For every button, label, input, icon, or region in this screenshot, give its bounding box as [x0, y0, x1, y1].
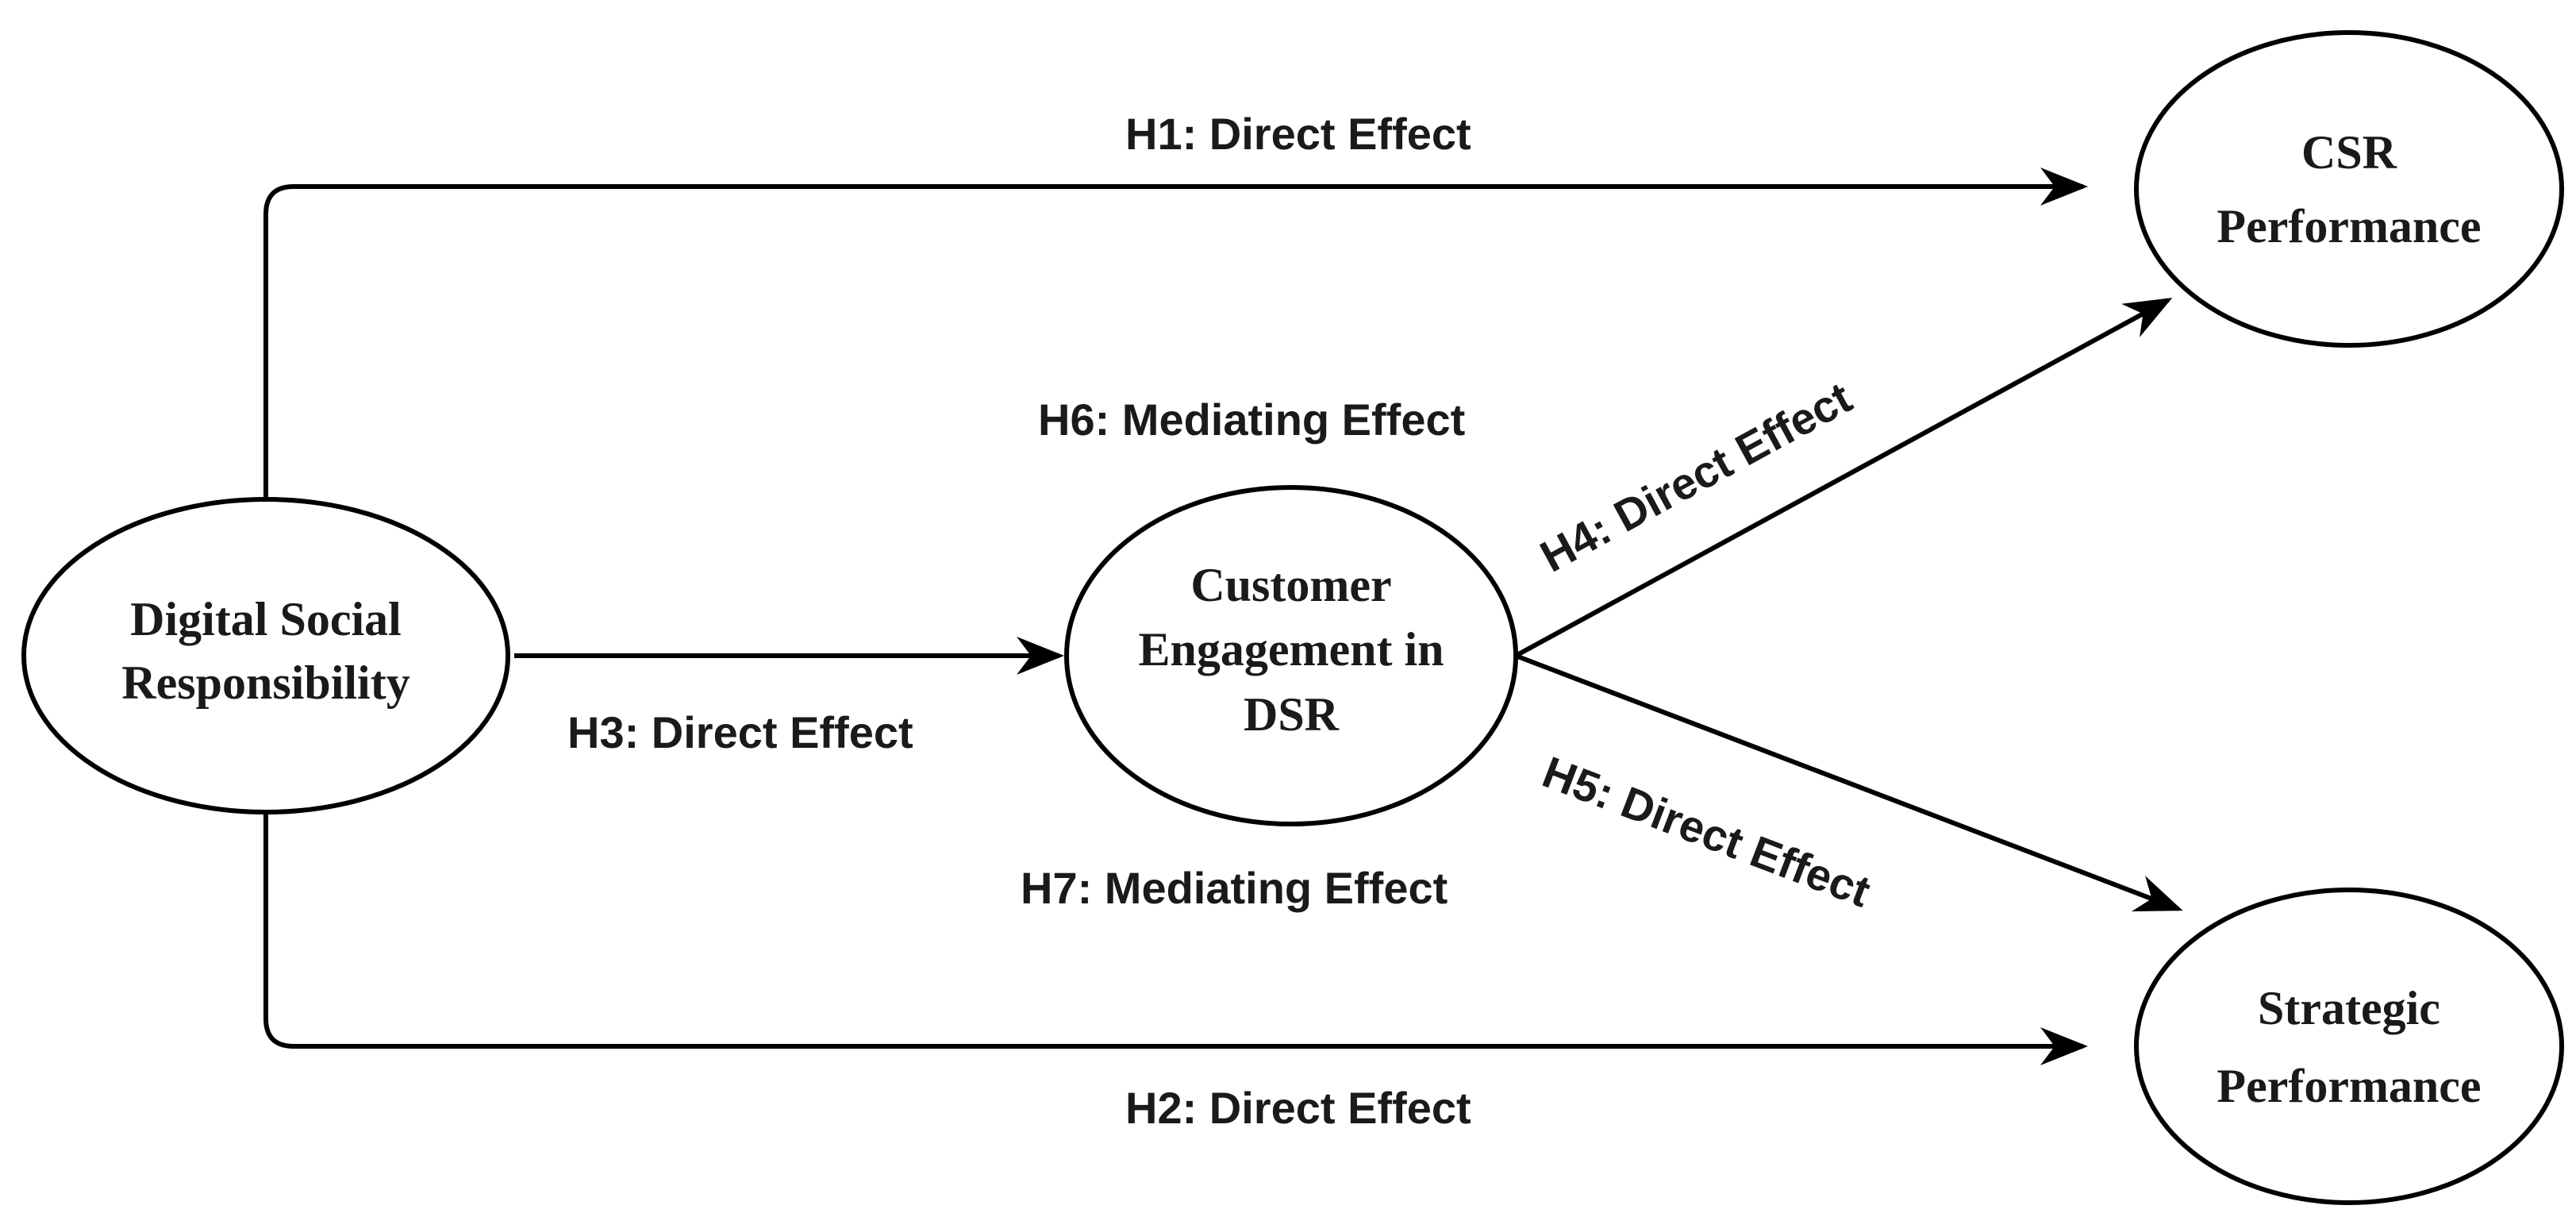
- node-dsr-label-line2: Responsibility: [121, 657, 409, 709]
- edge-h4-label: H4: Direct Effect: [1532, 372, 1860, 582]
- edge-h3-label: H3: Direct Effect: [567, 707, 913, 757]
- mediation-h7-label: H7: Mediating Effect: [1021, 863, 1448, 913]
- node-strategic-label-line1: Strategic: [2258, 982, 2440, 1034]
- node-cedsr-label-line3: DSR: [1244, 688, 1340, 741]
- node-digital-social-responsibility: Digital Social Responsibility: [21, 497, 510, 814]
- edge-h2-arrow: [263, 810, 2088, 1065]
- node-strategic-ellipse: [2134, 888, 2564, 1205]
- edge-h1-arrow: [263, 168, 2088, 499]
- edge-h1-label: H1: Direct Effect: [1125, 109, 1471, 159]
- edge-h5-arrow: [1514, 653, 2183, 912]
- node-csr-label-line2: Performance: [2217, 200, 2481, 252]
- edges: [263, 168, 2183, 1065]
- node-strategic-label-line2: Performance: [2217, 1060, 2481, 1112]
- node-dsr-ellipse: [21, 497, 510, 814]
- mediation-h6-label: H6: Mediating Effect: [1038, 395, 1465, 445]
- node-cedsr-ellipse: [1064, 485, 1518, 826]
- edge-h4-arrow: [1514, 298, 2173, 658]
- node-csr-label-line1: CSR: [2301, 126, 2397, 179]
- node-csr-ellipse: [2134, 30, 2564, 348]
- node-strategic-performance: Strategic Performance: [2134, 888, 2564, 1205]
- node-dsr-label-line1: Digital Social: [130, 593, 402, 645]
- node-cedsr-label-line2: Engagement in: [1138, 623, 1444, 676]
- node-customer-engagement-in-dsr: Customer Engagement in DSR: [1064, 485, 1518, 826]
- node-csr-performance: CSR Performance: [2134, 30, 2564, 348]
- edge-h2-label: H2: Direct Effect: [1125, 1083, 1471, 1133]
- node-cedsr-label-line1: Customer: [1190, 559, 1391, 611]
